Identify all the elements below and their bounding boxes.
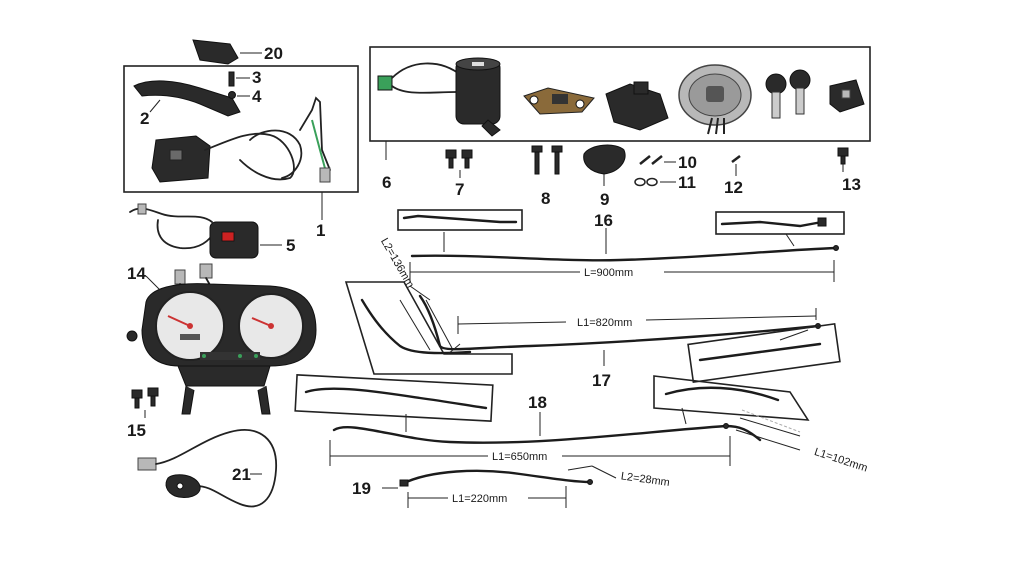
callout-12: 12 [724, 178, 743, 197]
dim-16-L: L=900mm [584, 267, 633, 279]
part-13-screws [837, 147, 849, 172]
frame-part-1 [123, 65, 359, 193]
dim-19-L1: L1=220mm [452, 493, 507, 505]
part-20-grip-cover [192, 39, 262, 65]
fuel-tank-cap [678, 64, 752, 135]
part-2-clutch-lever [133, 80, 241, 117]
part-3-bolt [228, 71, 250, 87]
callout-18: 18 [528, 393, 547, 412]
keys [765, 69, 811, 119]
callout-10: 10 [678, 153, 697, 172]
part-5-right-switch [129, 203, 282, 259]
part-1-switch-assembly [151, 96, 331, 183]
part-14-instrument-cluster [126, 263, 317, 415]
callout-9: 9 [600, 190, 609, 209]
part-10-screws [639, 155, 676, 165]
seat-lock [605, 81, 669, 131]
part-12-screw [731, 155, 741, 176]
callout-11: 11 [678, 173, 696, 192]
callout-13: 13 [842, 175, 861, 194]
callout-6: 6 [382, 173, 391, 192]
frame-lock-set [369, 46, 871, 142]
part-9-cover [583, 144, 626, 186]
callout-14: 14 [127, 264, 146, 283]
callout-1: 1 [316, 221, 325, 240]
callout-17: 17 [592, 371, 611, 390]
callout-8: 8 [541, 189, 550, 208]
callout-2: 2 [140, 109, 149, 128]
dim-18-L1: L1=650mm [492, 451, 547, 463]
callout-5: 5 [286, 236, 295, 255]
callout-16: 16 [594, 211, 613, 230]
callout-20: 20 [264, 44, 283, 63]
part-15-screws [131, 387, 159, 418]
part-8-bolts [531, 145, 563, 175]
ignition-switch [377, 57, 501, 137]
lock-bracket [523, 87, 595, 115]
part-16-cable [397, 209, 845, 282]
part-21-sensor [137, 429, 277, 508]
callout-7: 7 [455, 180, 464, 199]
dim-17-L1: L1=820mm [577, 317, 632, 329]
part-19-cable [382, 465, 617, 508]
callout-3: 3 [252, 68, 261, 87]
callout-21: 21 [232, 465, 251, 484]
callout-4: 4 [252, 87, 262, 106]
dim-19-L2: L2=28mm [620, 470, 670, 489]
part-18-cable [294, 374, 810, 466]
part-4-nut [228, 91, 250, 99]
lock-cylinder [829, 79, 865, 113]
part-11-washers [634, 177, 676, 187]
part-17-cable [344, 281, 841, 384]
callout-19: 19 [352, 479, 371, 498]
callout-15: 15 [127, 421, 146, 440]
dim-18-L1b: L1=102mm [813, 446, 869, 475]
part-7-screws [445, 149, 473, 178]
